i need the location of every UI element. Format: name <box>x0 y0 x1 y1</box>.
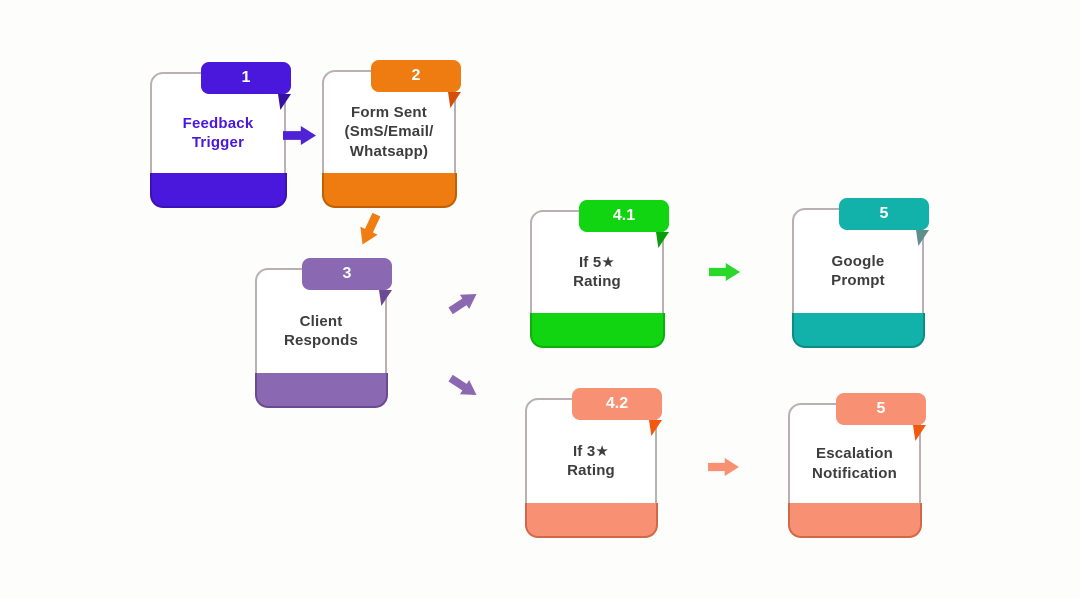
card-bottom-bar <box>254 372 388 408</box>
card-title: Google Prompt <box>831 252 885 290</box>
card-title: Client Responds <box>283 312 359 350</box>
arrow-trigger-to-form-icon <box>283 126 316 145</box>
step-number-badge: 5 <box>836 393 926 425</box>
step-number-badge: 4.1 <box>579 200 669 232</box>
card-title: Feedback Trigger <box>182 114 254 152</box>
arrow-client-to-5star-icon <box>446 287 481 318</box>
step-number: 3 <box>342 265 352 282</box>
card-if-3-star-rating: 4.2 If 3★ Rating <box>524 388 662 538</box>
card-bottom-bar <box>524 502 658 538</box>
card-escalation-notification: 5 Escalation Notification <box>787 393 926 538</box>
step-number-badge: 5 <box>839 198 929 230</box>
arrow-client-to-3star-icon <box>446 371 481 402</box>
step-number: 5 <box>879 205 889 222</box>
arrow-3star-to-escalation-icon <box>708 458 739 476</box>
step-number-badge: 4.2 <box>572 388 662 420</box>
step-number-badge: 2 <box>371 60 461 92</box>
card-form-sent: 2 Form Sent (SmS/Email/ Whatsapp) <box>321 60 461 208</box>
card-feedback-trigger: 1 Feedback Trigger <box>149 62 291 208</box>
card-bottom-bar <box>791 312 925 348</box>
card-title: If 3★ Rating <box>567 442 615 480</box>
card-client-responds: 3 Client Responds <box>254 258 392 408</box>
card-bottom-bar <box>529 312 665 348</box>
step-number: 1 <box>241 69 251 86</box>
step-number: 2 <box>411 67 421 84</box>
arrow-5star-to-google-icon <box>709 263 740 281</box>
card-title: If 5★ Rating <box>573 253 621 291</box>
card-title: Escalation Notification <box>812 445 897 482</box>
step-number: 5 <box>876 400 886 417</box>
card-google-prompt: 5 Google Prompt <box>791 198 929 348</box>
card-bottom-bar <box>149 172 287 208</box>
card-bottom-bar <box>787 502 922 538</box>
step-number: 4.1 <box>612 207 636 224</box>
card-bottom-bar <box>321 172 457 208</box>
step-number-badge: 3 <box>302 258 392 290</box>
arrow-form-to-client-icon <box>354 211 385 249</box>
card-if-5-star-rating: 4.1 If 5★ Rating <box>529 200 669 348</box>
step-number: 4.2 <box>605 395 629 412</box>
step-number-badge: 1 <box>201 62 291 94</box>
card-title: Form Sent (SmS/Email/ Whatsapp) <box>344 103 434 160</box>
